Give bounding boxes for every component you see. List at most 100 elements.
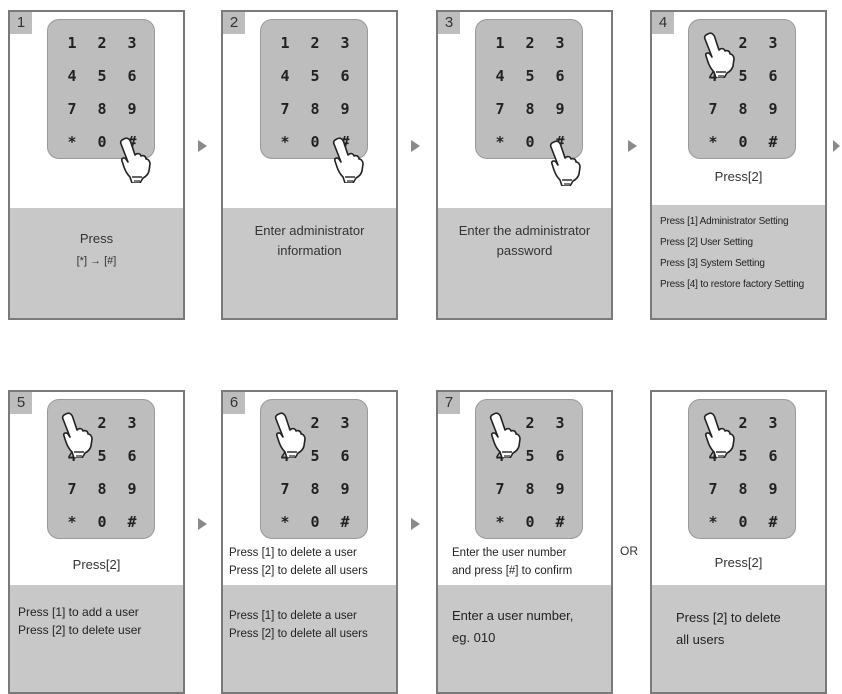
- step-panel-6: 6 123456789*0# Press [1] to delete a use…: [221, 390, 398, 694]
- menu-line: Press [4] to restore factory Setting: [660, 274, 804, 295]
- arrow-right-icon: [833, 140, 840, 152]
- arrow-right-icon: [411, 140, 420, 152]
- keypad-key: 0: [515, 133, 545, 151]
- pointing-hand-icon: [702, 32, 736, 83]
- keypad-key: 6: [758, 67, 788, 85]
- arrow-right-icon: [411, 518, 420, 530]
- arrow-right-icon: [198, 140, 207, 152]
- keypad-key: 6: [330, 447, 360, 465]
- keypad-key: 8: [515, 480, 545, 498]
- keypad-key: *: [57, 133, 87, 151]
- keypad-key: *: [485, 133, 515, 151]
- caption-line: Press: [10, 230, 183, 248]
- caption-line: information: [223, 242, 396, 260]
- keypad-key: 7: [270, 100, 300, 118]
- pointing-hand-icon: [60, 412, 94, 463]
- keypad-key: 5: [300, 67, 330, 85]
- arrow-right-icon: [198, 518, 207, 530]
- keypad-key: 7: [57, 100, 87, 118]
- arrow-right-icon: [628, 140, 637, 152]
- step-number: 5: [10, 392, 32, 414]
- caption-line: and press [#] to confirm: [452, 562, 572, 580]
- press-instruction: Press[2]: [652, 554, 825, 572]
- step-number: 3: [438, 12, 460, 34]
- caption-line: Press [2] to delete all users: [229, 625, 368, 643]
- pointing-hand-icon: [118, 137, 152, 188]
- keypad-key: 9: [545, 480, 575, 498]
- keypad-key: 1: [485, 34, 515, 52]
- keypad-key: 0: [515, 513, 545, 531]
- keypad-key: 0: [300, 133, 330, 151]
- caption-area: Enter administrator information: [223, 208, 396, 318]
- keypad-key: 7: [485, 100, 515, 118]
- step-number: 2: [223, 12, 245, 34]
- or-label: OR: [620, 544, 638, 558]
- keypad-key: 5: [515, 67, 545, 85]
- keypad-key: 3: [117, 414, 147, 432]
- pointing-hand-icon: [702, 412, 736, 463]
- keypad-key: 2: [300, 34, 330, 52]
- caption-line: Enter administrator: [223, 222, 396, 240]
- keypad-key: #: [330, 513, 360, 531]
- keypad-key: #: [758, 513, 788, 531]
- keypad-key: 7: [698, 100, 728, 118]
- caption-line: [*] → [#]: [10, 252, 183, 270]
- keypad-key: 6: [758, 447, 788, 465]
- keypad-key: 0: [87, 133, 117, 151]
- keypad-key: 8: [300, 100, 330, 118]
- caption-line: Enter the administrator: [438, 222, 611, 240]
- keypad-key: 3: [330, 34, 360, 52]
- menu-line: Press [2] User Setting: [660, 232, 804, 253]
- keypad-key: 8: [515, 100, 545, 118]
- keypad-key: 9: [758, 480, 788, 498]
- keypad-key: 9: [117, 100, 147, 118]
- keypad-key: 3: [758, 414, 788, 432]
- caption-area: Enter a user number, eg. 010: [438, 585, 611, 692]
- pointing-hand-icon: [488, 412, 522, 463]
- pointing-hand-icon: [331, 137, 365, 188]
- keypad-key: 7: [485, 480, 515, 498]
- keypad-key: 8: [728, 100, 758, 118]
- step-number: 6: [223, 392, 245, 414]
- keypad-key: *: [57, 513, 87, 531]
- keypad-key: *: [270, 133, 300, 151]
- keypad-key: 3: [545, 34, 575, 52]
- keypad-key: 7: [270, 480, 300, 498]
- keypad-key: 5: [87, 67, 117, 85]
- press-instruction: Press[2]: [652, 168, 825, 186]
- keypad-key: 8: [728, 480, 758, 498]
- caption-line: Enter the user number: [452, 544, 572, 562]
- keypad-key: 4: [270, 67, 300, 85]
- keypad-key: 0: [728, 513, 758, 531]
- keypad-key: 4: [57, 67, 87, 85]
- keypad-key: 1: [57, 34, 87, 52]
- keypad-key: 6: [545, 67, 575, 85]
- keypad-key: 3: [117, 34, 147, 52]
- caption-area: Press [1] Administrator Setting Press [2…: [652, 205, 825, 318]
- caption-line: all users: [676, 629, 781, 651]
- keypad-key: 9: [330, 480, 360, 498]
- keypad-key: 0: [728, 133, 758, 151]
- keypad-key: #: [758, 133, 788, 151]
- menu-line: Press [3] System Setting: [660, 253, 804, 274]
- keypad-key: 1: [270, 34, 300, 52]
- caption-line: Press [2] to delete user: [18, 621, 141, 639]
- caption-area: Enter the administrator password: [438, 208, 611, 318]
- caption-line: Press [2] to delete: [676, 607, 781, 629]
- step-number: 4: [652, 12, 674, 34]
- step-panel-1: 1 123456789*0# Press [*] → [#]: [8, 10, 185, 320]
- caption-line: Enter a user number,: [452, 605, 573, 627]
- keypad-key: 8: [300, 480, 330, 498]
- keypad-key: 8: [87, 480, 117, 498]
- keypad-key: 2: [515, 34, 545, 52]
- caption-area: Press [1] to add a user Press [2] to del…: [10, 585, 183, 692]
- keypad-key: 6: [330, 67, 360, 85]
- caption-line: eg. 010: [452, 627, 573, 649]
- keypad-key: *: [698, 513, 728, 531]
- pointing-hand-icon: [273, 412, 307, 463]
- keypad-key: 6: [117, 67, 147, 85]
